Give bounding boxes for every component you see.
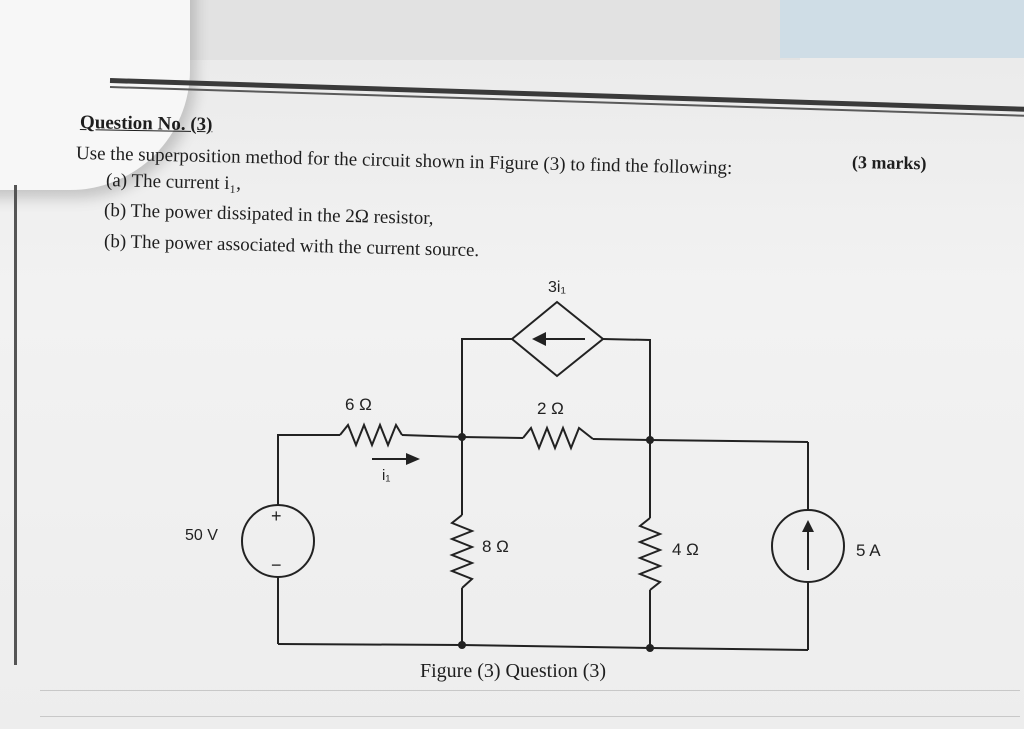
dependent-source-label: 3i₁ <box>548 279 566 296</box>
wire-2-to-node <box>592 438 651 441</box>
node-bottom-left <box>458 641 466 649</box>
dependent-current-source <box>510 300 605 378</box>
question-title: Question No. (3) <box>79 112 213 136</box>
left-page-border <box>14 185 17 665</box>
circuit-diagram: 3i₁ 6 Ω 2 Ω i₁ 50 V + − 8 Ω 4 Ω 5 A <box>185 279 881 652</box>
voltage-source-label: 50 V <box>185 527 218 544</box>
wire-bottom <box>277 643 809 651</box>
resistor-8-ohm <box>449 514 475 589</box>
current-source-arrowhead <box>802 520 814 532</box>
faint-rule-2 <box>40 716 1020 717</box>
blue-background-strip <box>780 0 1024 58</box>
voltage-plus-sign: + <box>271 506 282 526</box>
resistor-4-ohm <box>637 517 663 591</box>
faint-rule-1 <box>40 690 1020 691</box>
current-source <box>771 509 845 583</box>
resistor-2-label: 2 Ω <box>537 399 564 418</box>
wire-node-to-2 <box>461 436 524 439</box>
node-bottom-right <box>646 644 654 652</box>
dependent-source-arrowhead <box>532 332 546 346</box>
resistor-4-label: 4 Ω <box>672 540 699 559</box>
current-source-label: 5 A <box>856 541 881 560</box>
node-top-left <box>458 433 466 441</box>
voltage-source <box>241 504 315 578</box>
marks-label: (3 marks) <box>851 152 927 174</box>
resistor-6-label: 6 Ω <box>345 395 372 414</box>
current-i1-label: i₁ <box>382 467 390 484</box>
wire-left-top <box>277 434 340 505</box>
resistor-2-ohm <box>522 425 594 451</box>
voltage-minus-sign: − <box>271 555 282 575</box>
wire-6-to-node <box>401 434 463 438</box>
resistor-8-label: 8 Ω <box>482 537 509 556</box>
node-top-right <box>646 436 654 444</box>
question-item-a: (a) The current i₁, <box>105 170 242 195</box>
resistor-6-ohm <box>339 422 403 448</box>
wire-top-branch <box>461 338 512 437</box>
wire-node-to-right <box>649 439 809 443</box>
figure-caption: Figure (3) Question (3) <box>420 660 607 682</box>
wire-top-branch-right <box>602 338 651 440</box>
i1-arrowhead <box>406 453 420 465</box>
